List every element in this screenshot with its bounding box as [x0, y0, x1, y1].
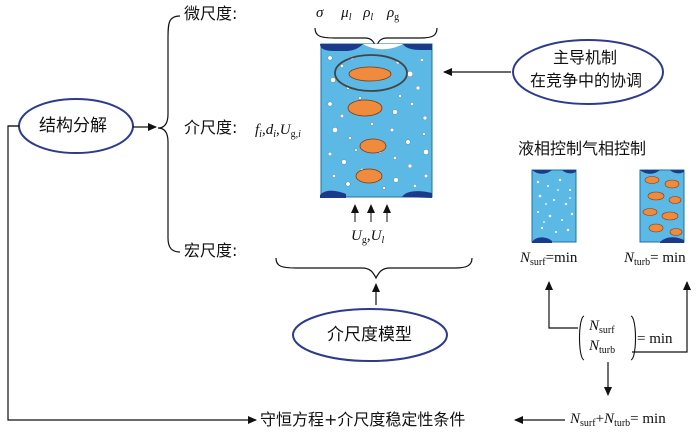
n-surf-symbol: N — [520, 250, 531, 266]
vec-n-surf-subscript: surf — [599, 325, 615, 336]
macro-parameters: Ug,Ul — [351, 229, 384, 246]
vector-n-surf: Nsurf — [589, 319, 615, 336]
meso-parameters: fi,di,Ug,i — [255, 123, 301, 140]
vec-n-turb-subscript: turb — [599, 345, 616, 356]
d-symbol: d — [265, 122, 274, 138]
meso-comma-1: , — [261, 122, 266, 138]
sum-n-surf-subscript: surf — [580, 418, 596, 429]
sigma-symbol: σ — [316, 5, 324, 21]
fluidized-column — [320, 43, 433, 198]
ul-symbol: U — [370, 228, 382, 244]
vec-n-surf-symbol: N — [589, 318, 600, 334]
rho-l-subscript: l — [370, 12, 374, 23]
u-subscript-i: i — [298, 129, 301, 140]
mu-subscript: l — [348, 12, 352, 23]
conservation-label: 守恒方程+介尺度稳定性条件 — [260, 410, 466, 429]
meso-model-label: 介尺度模型 — [327, 325, 412, 345]
scale-brace — [157, 15, 181, 253]
sum-n-surf-symbol: N — [570, 411, 581, 427]
u-subscript-g: g, — [290, 129, 299, 140]
u-symbol: U — [279, 122, 291, 138]
sum-n-turb-symbol: N — [604, 411, 615, 427]
sum-eq: = min — [630, 411, 666, 427]
n-turb-min: Nturb= min — [624, 251, 686, 268]
n-turb-subscript: turb — [634, 257, 651, 268]
sum-min-equation: Nsurf+Nturb= min — [570, 412, 666, 429]
rho-g-symbol: ρ — [386, 5, 395, 21]
vector-eq-min: = min — [637, 331, 673, 347]
structure-decomposition-label: 结构分解 — [39, 116, 107, 136]
vec-n-turb-symbol: N — [589, 338, 600, 354]
n-surf-min: Nsurf=min — [520, 251, 577, 268]
ul-subscript: l — [381, 235, 385, 246]
d-subscript: i — [273, 129, 276, 140]
dominant-mechanism-node — [512, 39, 664, 105]
focus-circle — [334, 54, 408, 92]
liquid-control-column — [531, 169, 577, 243]
dominant-mechanism-label-line2: 在竞争中的协调 — [530, 71, 643, 90]
control-regime-label: 液相控制气相控制 — [518, 139, 647, 158]
vector-n-turb: Nturb — [589, 339, 615, 356]
n-surf-subscript: surf — [530, 257, 546, 268]
macro-scale-label: 宏尺度: — [184, 241, 238, 260]
ug-subscript: g — [361, 235, 367, 246]
f-symbol: f — [255, 122, 260, 138]
mu-symbol: μ — [341, 5, 349, 21]
micro-scale-label: 微尺度: — [184, 4, 238, 23]
meso-model-node — [292, 308, 448, 362]
f-subscript: i — [259, 129, 262, 140]
sum-n-turb-subscript: turb — [614, 418, 631, 429]
meso-scale-label: 介尺度: — [184, 118, 238, 137]
n-surf-eq: =min — [545, 250, 578, 266]
gas-control-column — [639, 169, 685, 243]
micro-parameters: σ μl ρl ρg — [316, 6, 399, 23]
bottom-brace — [275, 257, 473, 280]
rho-g-subscript: g — [394, 12, 400, 23]
n-turb-eq: = min — [650, 250, 686, 266]
rho-l-symbol: ρ — [363, 5, 371, 21]
meso-comma-2: , — [275, 122, 280, 138]
sum-plus: + — [595, 411, 605, 427]
n-turb-symbol: N — [624, 250, 635, 266]
macro-comma: , — [366, 228, 371, 244]
dominant-mechanism-label-line1: 主导机制 — [553, 48, 618, 67]
ug-symbol: U — [351, 228, 362, 244]
